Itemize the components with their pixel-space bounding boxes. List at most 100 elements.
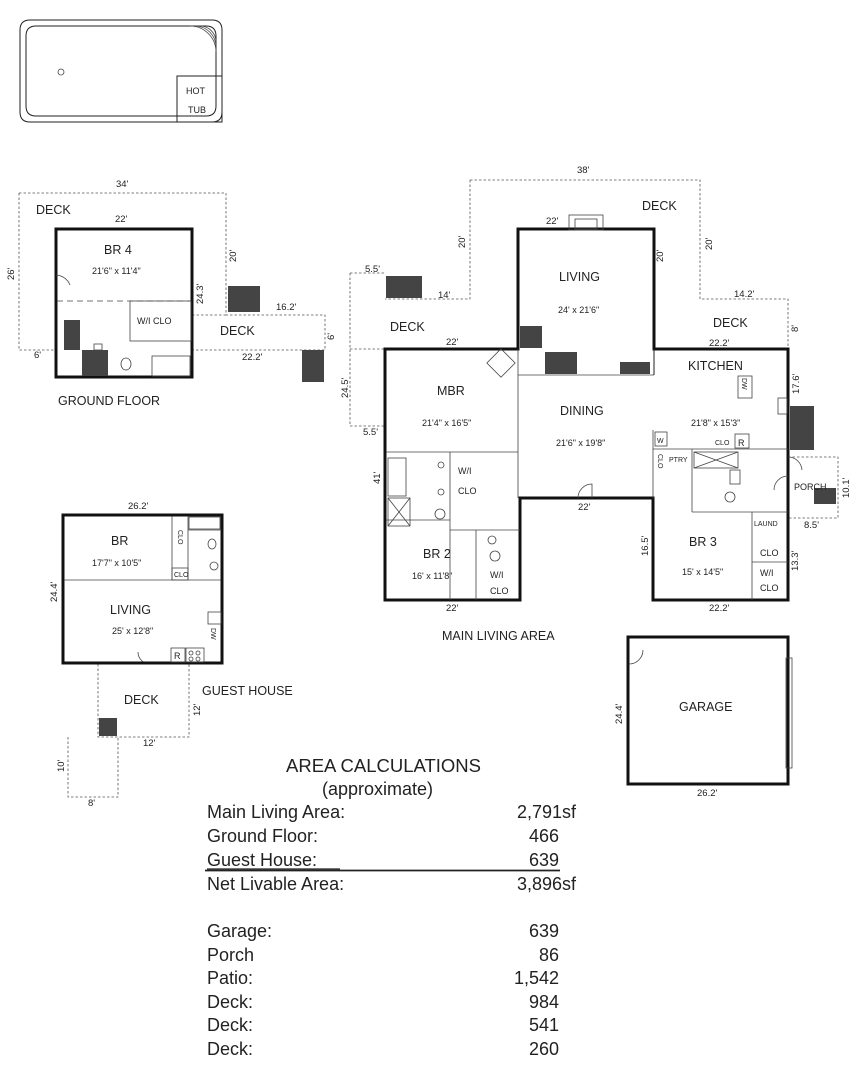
area-row-label: Main Living Area:	[207, 802, 345, 822]
guest-fridge-label: R	[174, 651, 181, 661]
main-living-plan: DECK DECK DECK LIVING 24' x 21'6" MBR 21…	[137, 165, 852, 665]
area-row-label: Ground Floor:	[207, 826, 318, 846]
guest-living-size: 25' x 12'8"	[112, 626, 153, 636]
guest-house-caption: GUEST HOUSE	[202, 684, 293, 698]
area-row-label: Deck:	[207, 1039, 253, 1059]
main-dim-twentytwo2-bot: 22.2'	[709, 603, 729, 614]
guest-dim-twelve-b: 12'	[143, 738, 156, 749]
mbr-size: 21'4" x 16'5"	[422, 418, 471, 428]
br3-size: 15' x 14'5"	[682, 567, 723, 577]
ground-deck2-label: DECK	[220, 324, 255, 338]
main-dim-deck-edge: 22'	[446, 337, 459, 348]
garage-plan: GARAGE 24.4' 26.2'	[614, 635, 793, 799]
main-dim-twentytwo-bot: 22'	[446, 603, 459, 614]
main-dim-five5-bot: 5.5'	[363, 427, 378, 438]
main-dim-living-top: 22'	[546, 216, 559, 227]
guest-clo-small: CLO	[174, 572, 189, 579]
main-dim-twentytwo-mid: 22'	[578, 502, 591, 513]
gf-dim-right: 24.3'	[195, 284, 206, 304]
pool: HOT TUB	[19, 19, 223, 123]
guest-br-size: 17'7" x 10'5"	[92, 558, 141, 568]
main-dim-thirteen3: 13.3'	[790, 551, 801, 571]
gf-dim-top-inner: 22'	[115, 214, 128, 225]
area-calculations: AREA CALCULATIONS (approximate) Main Liv…	[205, 755, 577, 1059]
br2-size: 16' x 11'8"	[412, 571, 453, 581]
main-dim-top: 38'	[577, 165, 590, 176]
br3-wi: W/I	[760, 568, 774, 578]
fridge-label: R	[738, 438, 745, 448]
kitchen-name: KITCHEN	[688, 359, 743, 373]
gf-dim-top-outer: 34'	[116, 179, 129, 190]
main-dim-eight5: 8.5'	[804, 520, 819, 531]
guest-dw-label: DW	[209, 628, 216, 640]
ground-floor-caption: GROUND FLOOR	[58, 394, 160, 408]
area-row-value: 2,791sf	[517, 802, 577, 822]
main-dim-eight: 8'	[790, 325, 801, 332]
main-dim-twenty-m: 20'	[655, 249, 666, 262]
guest-house-plan: BR 17'7" x 10'5" CLO CLO LIVING 25' x 12…	[49, 501, 293, 809]
main-deck-top-label: DECK	[642, 199, 677, 213]
garage-name: GARAGE	[679, 700, 733, 714]
area-row-value: 541	[529, 1015, 559, 1035]
main-dim-seventeen6: 17.6'	[791, 374, 802, 394]
garage-dim-bottom: 26.2'	[697, 788, 717, 799]
living-size: 24' x 21'6"	[558, 305, 599, 315]
ground-deck-label: DECK	[36, 203, 71, 217]
area-row-label: Garage:	[207, 921, 272, 941]
area-row-value: 260	[529, 1039, 559, 1059]
area-row-label: Deck:	[207, 992, 253, 1012]
guest-clo-label: CLO	[176, 530, 183, 545]
hot-tub-label-2: TUB	[188, 105, 206, 115]
area-row-value: 984	[529, 992, 559, 1012]
area-row-value: 466	[529, 826, 559, 846]
main-dim-fourteen: 14'	[438, 290, 451, 301]
br4-size: 21'6" x 11'4"	[92, 266, 141, 276]
gf-dim-six-left: 6'	[34, 350, 41, 361]
br2-wi: W/I	[490, 570, 504, 580]
main-dim-fourteen2: 14.2'	[734, 289, 754, 300]
garage-dim-left: 24.4'	[614, 704, 625, 724]
ground-wic-label: W/I CLO	[137, 316, 172, 326]
gf-dim-bottom: 22.2'	[242, 352, 262, 363]
area-row-label: Patio:	[207, 968, 253, 988]
ground-floor-plan: DECK DECK BR 4 21'6" x 11'4" W/I CLO GRO…	[6, 179, 337, 408]
guest-living-name: LIVING	[110, 603, 151, 617]
main-dim-sixteen5: 16.5'	[640, 536, 651, 556]
area-row-label: Deck:	[207, 1015, 253, 1035]
guest-dim-ten: 10'	[56, 759, 67, 772]
guest-dim-left: 24.4'	[49, 582, 60, 602]
br3-name: BR 3	[689, 535, 717, 549]
gf-dim-walk: 16.2'	[276, 302, 296, 313]
main-dim-twenty-r: 20'	[704, 237, 715, 250]
dining-name: DINING	[560, 404, 604, 418]
area-row-value: 3,896sf	[517, 874, 577, 894]
br2-clo: CLO	[490, 586, 509, 596]
main-deck-left-label: DECK	[390, 320, 425, 334]
area-row-value: 639	[529, 850, 559, 870]
main-dim-fortyone: 41'	[372, 471, 383, 484]
guest-deck-label: DECK	[124, 693, 159, 707]
hot-tub-label-1: HOT	[186, 86, 206, 96]
br4-name: BR 4	[104, 243, 132, 257]
laund-label: LAUND	[754, 521, 778, 528]
kitchen-size: 21'8" x 15'3"	[691, 418, 740, 428]
area-title: AREA CALCULATIONS	[286, 755, 481, 776]
guest-br-name: BR	[111, 534, 128, 548]
kitchen-dw-label: DW	[740, 378, 747, 390]
guest-dim-eight: 8'	[88, 798, 95, 809]
br2-name: BR 2	[423, 547, 451, 561]
main-caption: MAIN LIVING AREA	[442, 629, 555, 643]
area-row-value: 86	[539, 945, 559, 965]
main-dim-twentyfour5: 24.5'	[340, 378, 351, 398]
living-name: LIVING	[559, 270, 600, 284]
area-subtitle: (approximate)	[322, 779, 433, 799]
washer-label: W	[657, 438, 664, 445]
mbr-name: MBR	[437, 384, 465, 398]
br3-clo2: CLO	[760, 583, 779, 593]
area-row-label: Net Livable Area:	[207, 874, 344, 894]
guest-dim-top: 26.2'	[128, 501, 148, 512]
main-dim-twentytwo2: 22.2'	[709, 338, 729, 349]
porch-label: PORCH	[794, 482, 827, 492]
mbr-wic-w: W/I	[458, 466, 472, 476]
